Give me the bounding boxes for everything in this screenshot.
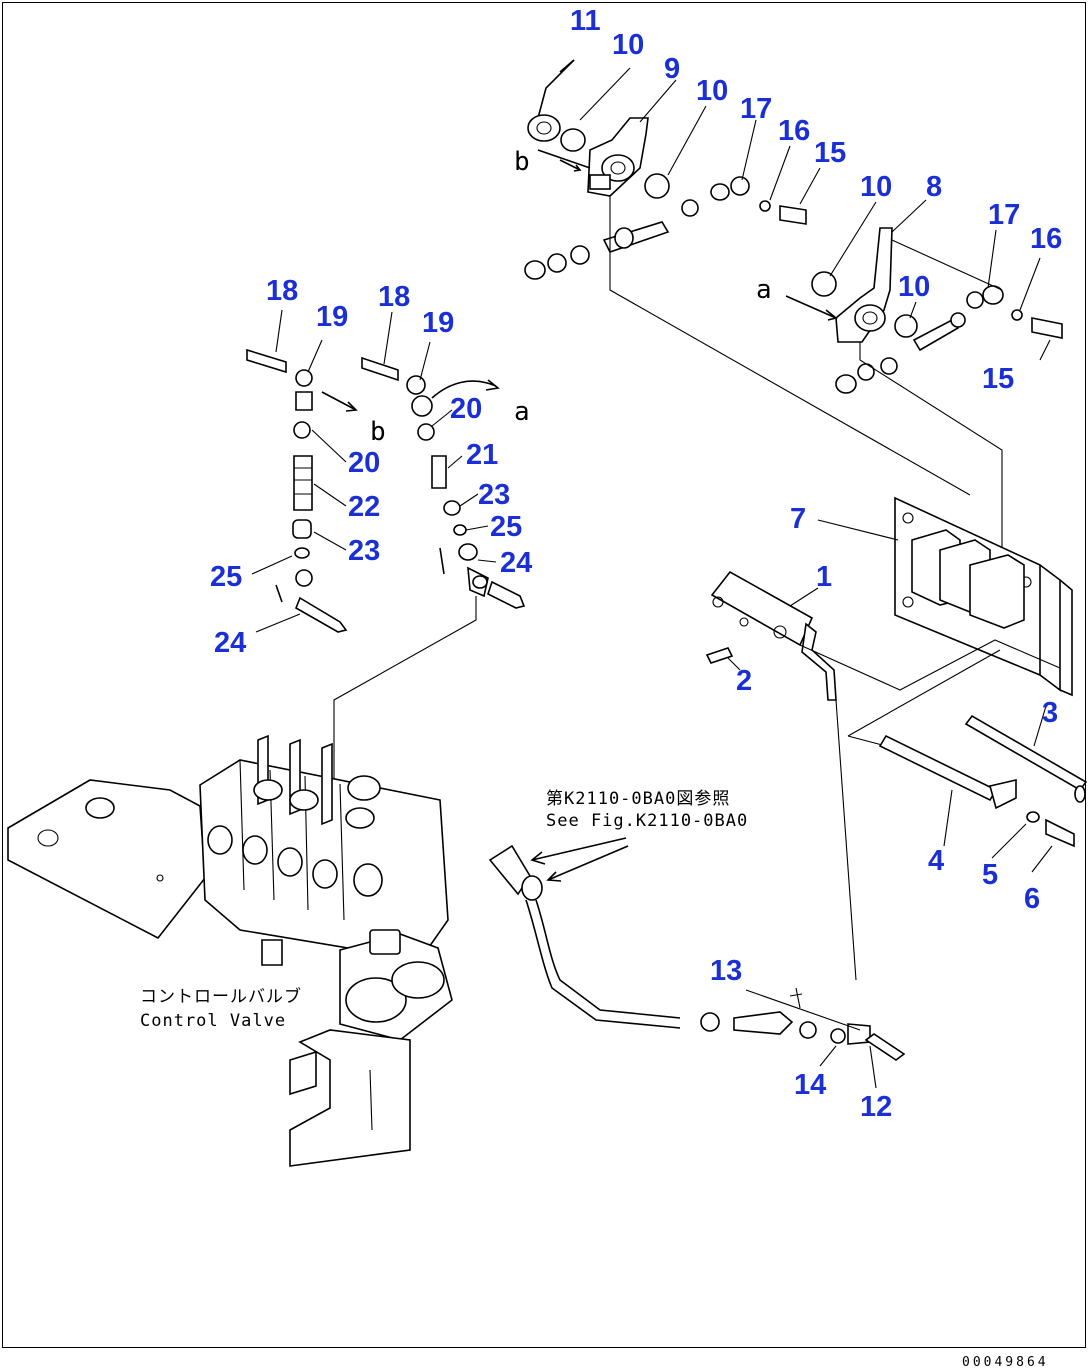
callout-18: 18	[266, 275, 298, 307]
image-code: 00049864	[962, 1355, 1049, 1370]
callout-labels: 11 10 9 10 17 16 15 10 8 17 16 10 15 18 …	[210, 5, 1062, 1123]
callout-24: 24	[500, 547, 532, 579]
callout-25: 25	[490, 511, 522, 543]
callout-23: 23	[478, 479, 510, 511]
callout-24: 24	[214, 627, 246, 659]
control-valve-label-jp: コントロールバルブ	[140, 986, 302, 1007]
callout-7: 7	[790, 503, 806, 535]
callout-8: 8	[926, 171, 942, 203]
see-fig-note-en: See Fig.K2110-0BA0	[546, 811, 748, 831]
callout-23: 23	[348, 535, 380, 567]
bracket-plate-7	[894, 496, 1073, 697]
lower-rod-assembly	[488, 844, 906, 1061]
ref-b-top: b	[514, 147, 530, 177]
control-valve	[7, 734, 453, 1167]
callout-17: 17	[988, 199, 1020, 231]
ref-a-right: a	[756, 275, 772, 305]
callout-11: 11	[570, 5, 601, 37]
callout-10: 10	[612, 29, 644, 61]
callout-12: 12	[860, 1091, 892, 1123]
callout-16: 16	[1030, 223, 1062, 255]
callout-9: 9	[664, 53, 680, 85]
shaft-arm-assembly	[705, 570, 1088, 981]
diagram-frame	[2, 2, 1086, 1348]
lever-assembly-9	[524, 59, 971, 496]
callout-5: 5	[982, 859, 998, 891]
callout-3: 3	[1042, 697, 1058, 729]
callout-22: 22	[348, 491, 380, 523]
callout-16: 16	[778, 115, 810, 147]
callout-21: 21	[466, 439, 498, 471]
callout-10: 10	[696, 75, 728, 107]
callout-20: 20	[348, 447, 380, 479]
callout-20: 20	[450, 393, 482, 425]
leader-lines	[251, 67, 1053, 1089]
callout-4: 4	[928, 845, 944, 877]
ref-b-left: b	[370, 417, 386, 447]
see-fig-note-jp: 第K2110-0BA0図参照	[546, 789, 730, 809]
callout-10: 10	[860, 171, 892, 203]
callout-15: 15	[814, 137, 846, 169]
callout-25: 25	[210, 561, 242, 593]
callout-2: 2	[736, 665, 752, 697]
callout-18: 18	[378, 281, 410, 313]
view-references: b a b a	[370, 147, 772, 447]
left-stack-b	[246, 348, 358, 633]
callout-1: 1	[816, 561, 832, 593]
callout-14: 14	[794, 1069, 826, 1101]
callout-13: 13	[710, 955, 742, 987]
callout-19: 19	[422, 307, 454, 339]
callout-15: 15	[982, 363, 1014, 395]
callout-10: 10	[898, 271, 930, 303]
center-stack-a	[333, 356, 526, 780]
callout-6: 6	[1024, 883, 1040, 915]
lever-assembly-8	[785, 227, 1063, 590]
callout-19: 19	[316, 301, 348, 333]
ref-a-left: a	[514, 397, 530, 427]
callout-17: 17	[740, 93, 772, 125]
notes: 第K2110-0BA0図参照 See Fig.K2110-0BA0 コントロール…	[140, 789, 1049, 1370]
control-valve-label-en: Control Valve	[140, 1011, 286, 1031]
